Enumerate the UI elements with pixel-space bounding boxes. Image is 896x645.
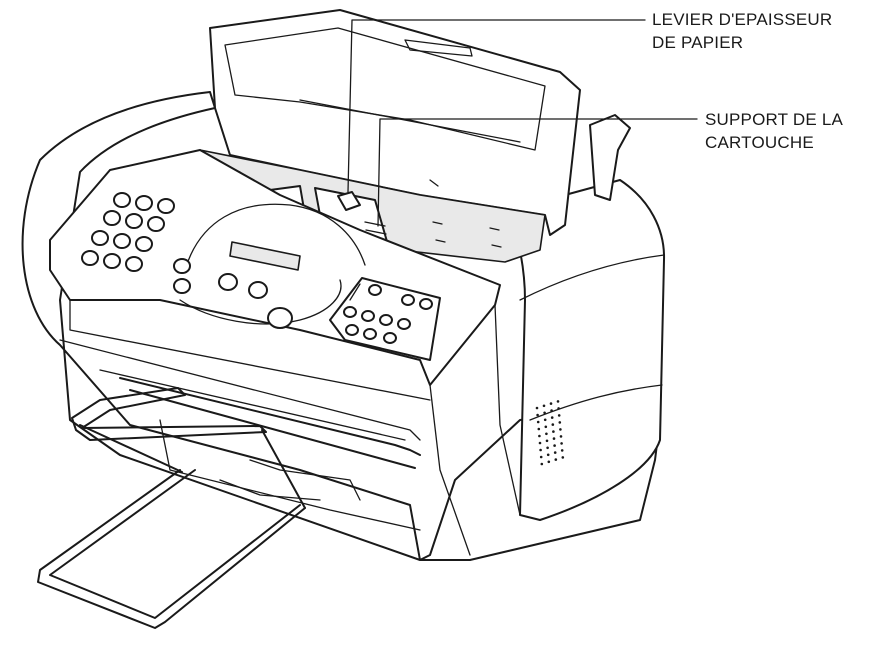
wire-extension-arms — [37, 469, 306, 629]
tray-base — [159, 419, 421, 531]
top-cover — [209, 9, 581, 236]
keypad-button — [81, 250, 99, 266]
grille-dot — [544, 425, 548, 429]
grille-dot — [553, 444, 556, 447]
keypad-button — [113, 192, 131, 208]
grille-dot — [540, 462, 544, 466]
grille-dot — [539, 448, 542, 452]
right-side-edge — [519, 254, 665, 301]
numeric-keypad — [81, 192, 175, 272]
wire-extension-top — [71, 387, 267, 441]
grille-dot — [539, 455, 543, 459]
panel-wave — [184, 203, 366, 271]
front-edge-3 — [99, 369, 406, 441]
keypad-button — [147, 216, 165, 232]
panel-display-oval — [179, 279, 342, 325]
wire-arm-right — [261, 429, 306, 509]
front-right-panel — [429, 384, 471, 556]
keypad-button — [135, 236, 153, 252]
leader-line-thickness-lever — [347, 19, 646, 193]
keypad-button — [103, 210, 121, 226]
grille-dot — [559, 428, 562, 431]
grille-dot — [554, 458, 558, 461]
grille-dot — [560, 449, 564, 452]
keypad-button — [125, 256, 143, 272]
grille-dot — [537, 427, 541, 431]
tray-lip — [249, 459, 361, 501]
printer-body-outline — [21, 91, 661, 561]
lcd-display — [229, 241, 301, 271]
keypad-button — [91, 230, 109, 246]
grille-dot — [552, 430, 555, 433]
grille-dot — [542, 404, 546, 408]
paper-thickness-lever — [337, 191, 361, 211]
grille-dot — [543, 411, 546, 415]
grille-dot — [561, 456, 565, 459]
wire-arm-left — [79, 424, 183, 473]
paper-exit-slot — [119, 377, 421, 456]
grille-dot — [543, 418, 547, 422]
grille-dot — [545, 432, 548, 436]
top-cover-handle — [404, 39, 473, 57]
grille-dot — [553, 451, 557, 454]
keypad-button — [113, 233, 131, 249]
grille-dot — [557, 407, 560, 410]
callout-paper-thickness-lever-line1: LEVIER D'EPAISSEUR — [652, 10, 833, 29]
callout-paper-thickness-lever-line2: DE PAPIER — [652, 33, 744, 52]
grille-dot — [535, 406, 539, 410]
keypad-button — [157, 198, 175, 214]
callout-cartridge-holder: SUPPORT DE LA CARTOUCHE — [705, 108, 843, 154]
printer-right-side — [509, 179, 666, 521]
front-edge-1 — [69, 299, 431, 401]
callout-cartridge-holder-line2: CARTOUCHE — [705, 133, 814, 152]
grille-dot — [558, 421, 562, 424]
callout-paper-thickness-lever: LEVIER D'EPAISSEUR DE PAPIER — [652, 8, 832, 54]
front-right-panel-2 — [494, 304, 521, 516]
grille-dot — [547, 460, 551, 464]
grille-dot — [550, 416, 554, 419]
grille-dot — [538, 441, 542, 445]
grille-dot — [546, 453, 550, 457]
right-panel-buttons — [343, 283, 433, 344]
paper-rest — [589, 114, 631, 201]
leader-line-cartridge-holder — [377, 118, 698, 227]
grille-dot — [536, 413, 539, 417]
grille-dot — [538, 434, 541, 438]
grille-dot — [556, 400, 560, 403]
function-buttons — [173, 258, 293, 329]
top-cover-inner — [224, 27, 546, 151]
grille-dot — [560, 442, 563, 445]
speaker-grille — [535, 400, 565, 466]
grille-dot — [546, 446, 549, 450]
grille-dot — [545, 439, 549, 443]
grille-dot — [536, 420, 540, 424]
grille-dot — [549, 402, 553, 405]
top-cover-slot — [299, 99, 521, 143]
front-edge-2 — [59, 339, 421, 441]
output-tray-edge — [129, 389, 416, 469]
keypad-button — [103, 253, 121, 269]
grille-dot — [557, 414, 561, 417]
keypad-button — [125, 213, 143, 229]
wire-extension-inner — [49, 469, 301, 619]
grille-dot — [559, 435, 563, 438]
right-side-edge-2 — [529, 384, 663, 421]
callout-cartridge-holder-line1: SUPPORT DE LA — [705, 110, 844, 129]
keypad-button — [135, 195, 153, 211]
grille-dot — [552, 437, 556, 440]
grille-dot — [550, 409, 553, 412]
grille-dot — [551, 423, 555, 426]
